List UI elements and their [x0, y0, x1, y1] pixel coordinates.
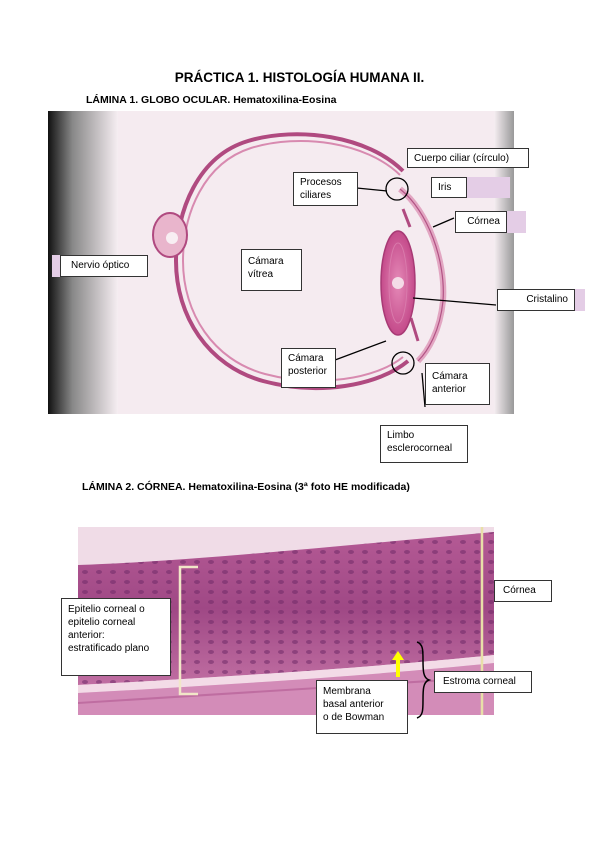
label-nervio-optico: Nervio óptico: [60, 255, 148, 277]
label-membrana-bowman: Membrana basal anterior o de Bowman: [316, 680, 408, 734]
label-epitelio-line-2: epitelio corneal: [68, 617, 136, 628]
label-vitrea-line-2: vítrea: [248, 269, 274, 280]
label-limbo-line-1: Limbo: [387, 430, 415, 441]
label-membrana-line-2: basal anterior: [323, 699, 384, 710]
iris-label-highlight: [462, 177, 510, 198]
label-cristalino: Cristalino: [497, 289, 575, 311]
label-posterior-line-2: posterior: [288, 366, 327, 377]
page-title: PRÁCTICA 1. HISTOLOGÍA HUMANA II.: [174, 70, 425, 85]
label-cornea: Córnea: [455, 211, 507, 233]
label-cornea-2: Córnea: [494, 580, 552, 602]
label-camara-anterior: Cámara anterior: [425, 363, 490, 405]
stroma-brace: [416, 641, 432, 719]
label-procesos-line-1: Procesos: [300, 177, 342, 188]
label-procesos-ciliares: Procesos ciliares: [293, 172, 358, 206]
label-epitelio-line-4: estratificado plano: [68, 643, 150, 654]
label-estroma-corneal: Estroma corneal: [434, 671, 532, 693]
label-camara-posterior: Cámara posterior: [281, 348, 336, 388]
label-membrana-line-3: o de Bowman: [323, 712, 385, 723]
cornea-micrograph: [78, 527, 494, 715]
label-camara-vitrea: Cámara vítrea: [241, 249, 302, 291]
section-2-title: LÁMINA 2. CÓRNEA. Hematoxilina-Eosina (3…: [82, 481, 410, 493]
label-posterior-line-1: Cámara: [288, 353, 324, 364]
label-procesos-line-2: ciliares: [300, 190, 332, 201]
label-limbo-line-2: esclerocorneal: [387, 443, 453, 454]
section-1-title: LÁMINA 1. GLOBO OCULAR. Hematoxilina-Eos…: [86, 94, 337, 106]
label-epitelio-line-3: anterior:: [68, 630, 105, 641]
label-epitelio-line-1: Epitelio corneal o: [68, 604, 145, 615]
label-anterior-line-2: anterior: [432, 384, 466, 395]
label-iris: Iris: [431, 177, 467, 198]
label-limbo: Limbo esclerocorneal: [380, 425, 468, 463]
label-anterior-line-1: Cámara: [432, 371, 468, 382]
label-cuerpo-ciliar: Cuerpo ciliar (círculo): [407, 148, 529, 168]
label-vitrea-line-1: Cámara: [248, 256, 284, 267]
label-epitelio-corneal: Epitelio corneal o epitelio corneal ante…: [61, 598, 171, 676]
nervio-label-highlight: [52, 255, 61, 277]
label-membrana-line-1: Membrana: [323, 686, 371, 697]
